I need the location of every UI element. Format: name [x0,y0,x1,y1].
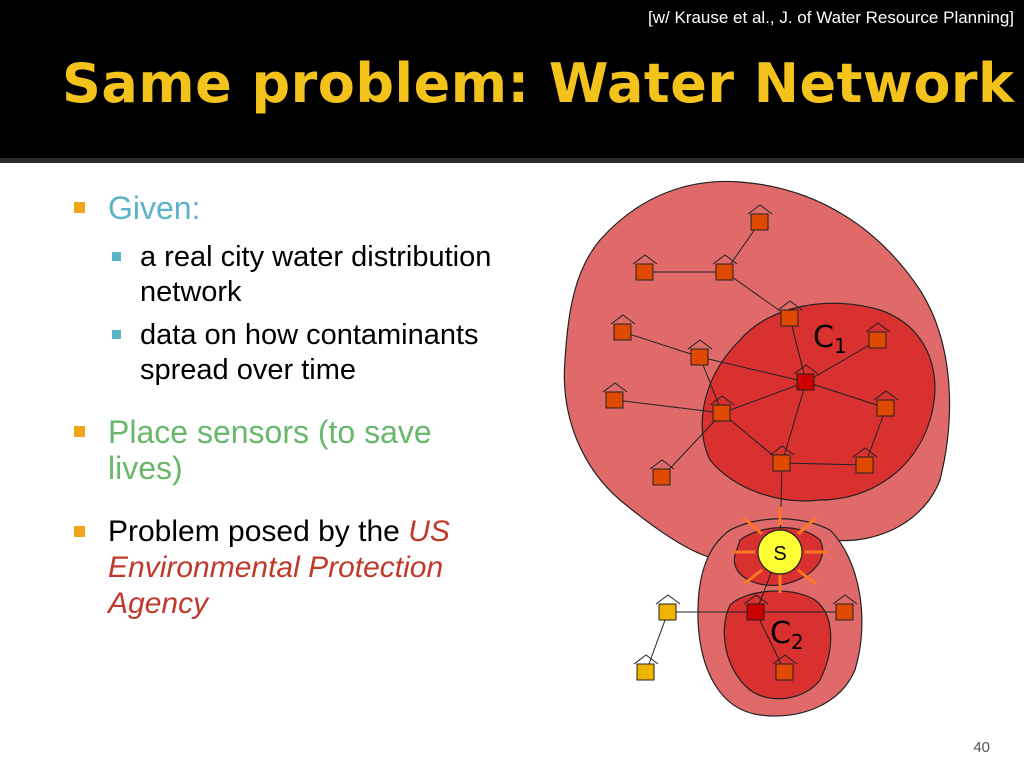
bullet-list: Given: a real city water distribution ne… [74,190,514,636]
subbullet-marker [112,252,121,261]
house-icon [772,654,798,681]
bullet-given: Given: [74,190,514,226]
sensor-node [757,529,803,575]
house-icon [743,594,769,621]
houses [602,204,899,681]
sensor-rays [733,507,827,593]
subbullet-marker [112,330,121,339]
house-icon [655,594,681,621]
bullet-place-text: Place sensors (to save lives) [108,414,432,486]
house-icon [747,204,773,231]
bullet-problem-text: Problem posed by the [108,515,409,548]
bullet-place-sensors: Place sensors (to save lives) [74,414,514,486]
cluster-c1-region [701,302,936,502]
slide-title: Same problem: Water Network [62,52,1015,115]
house-icon [712,254,738,281]
house-icon [793,364,819,391]
house-icon [632,254,658,281]
house-icon [873,390,899,417]
house-icon [687,339,713,366]
sensor-label: S [773,543,786,565]
house-icon [602,382,628,409]
house-icon [852,447,878,474]
subbullet-network: a real city water distribution network [108,240,514,310]
title-bar [0,0,1024,158]
subbullet-contaminants-text: data on how contaminants spread over tim… [140,319,479,386]
title-divider [0,158,1024,163]
citation: [w/ Krause et al., J. of Water Resource … [648,8,1014,27]
bullet-problem: Problem posed by the US Environmental Pr… [74,514,514,622]
agency-text: US Environmental Protection Agency [108,515,450,620]
bullet-marker [74,526,85,537]
water-network-diagram: S C1 C2 [563,180,951,717]
subbullet-network-text: a real city water distribution network [140,241,492,308]
bullet-marker [74,426,85,437]
subbullet-contaminants: data on how contaminants spread over tim… [108,318,514,388]
bullet-given-text: Given: [108,190,201,226]
house-icon [769,445,795,472]
page-number: 40 [973,739,990,756]
house-icon [777,300,803,327]
house-icon [610,314,636,341]
house-icon [633,654,659,681]
house-icon [865,322,891,349]
house-icon [832,594,858,621]
house-icon [709,395,735,422]
bullet-marker [74,202,85,213]
house-icon [649,459,675,486]
